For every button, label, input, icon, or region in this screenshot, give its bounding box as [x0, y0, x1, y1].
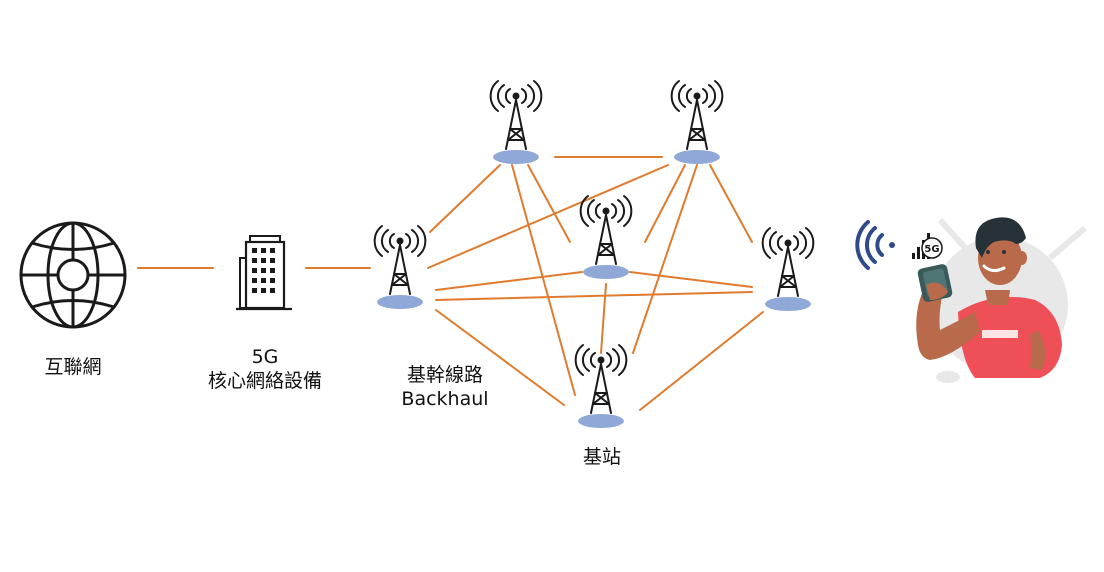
backhaul-label: 基幹線路 Backhaul: [385, 363, 505, 411]
person-with-phone-illustration: 5G: [855, 217, 1087, 383]
internet-label: 互聯網: [33, 355, 113, 379]
link: [435, 271, 583, 291]
core-label-line1: 5G: [251, 346, 279, 368]
cell-tower-icon: [489, 80, 543, 165]
wifi-signal-icon: [855, 220, 895, 270]
5g-badge-text: 5G: [924, 244, 939, 255]
link: [600, 283, 607, 354]
5g-badge: [921, 237, 943, 259]
link: [435, 291, 753, 301]
link: [629, 271, 753, 288]
base-station-label-text: 基站: [582, 446, 621, 468]
cell-tower-icon: [579, 195, 633, 280]
link: [429, 164, 501, 233]
link: [527, 164, 571, 243]
link: [427, 164, 669, 269]
base-station-label: 基站: [562, 445, 642, 469]
link: [644, 164, 686, 243]
globe-icon: [19, 221, 127, 329]
link: [709, 164, 753, 243]
core-label-line2: 核心網絡設備: [207, 370, 322, 392]
cell-tower-icon: [670, 80, 724, 165]
cell-tower-icon: [574, 344, 628, 429]
link: [511, 164, 576, 396]
link: [632, 164, 698, 354]
building-icon: [236, 235, 292, 311]
backhaul-label-line2: Backhaul: [401, 388, 489, 410]
link: [639, 311, 764, 411]
cell-tower-icon: [373, 225, 427, 310]
link: [435, 309, 565, 406]
internet-label-text: 互聯網: [44, 356, 102, 378]
cell-tower-icon: [761, 227, 815, 312]
backhaul-label-line1: 基幹線路: [406, 364, 483, 386]
core-network-label: 5G 核心網絡設備: [190, 345, 340, 393]
